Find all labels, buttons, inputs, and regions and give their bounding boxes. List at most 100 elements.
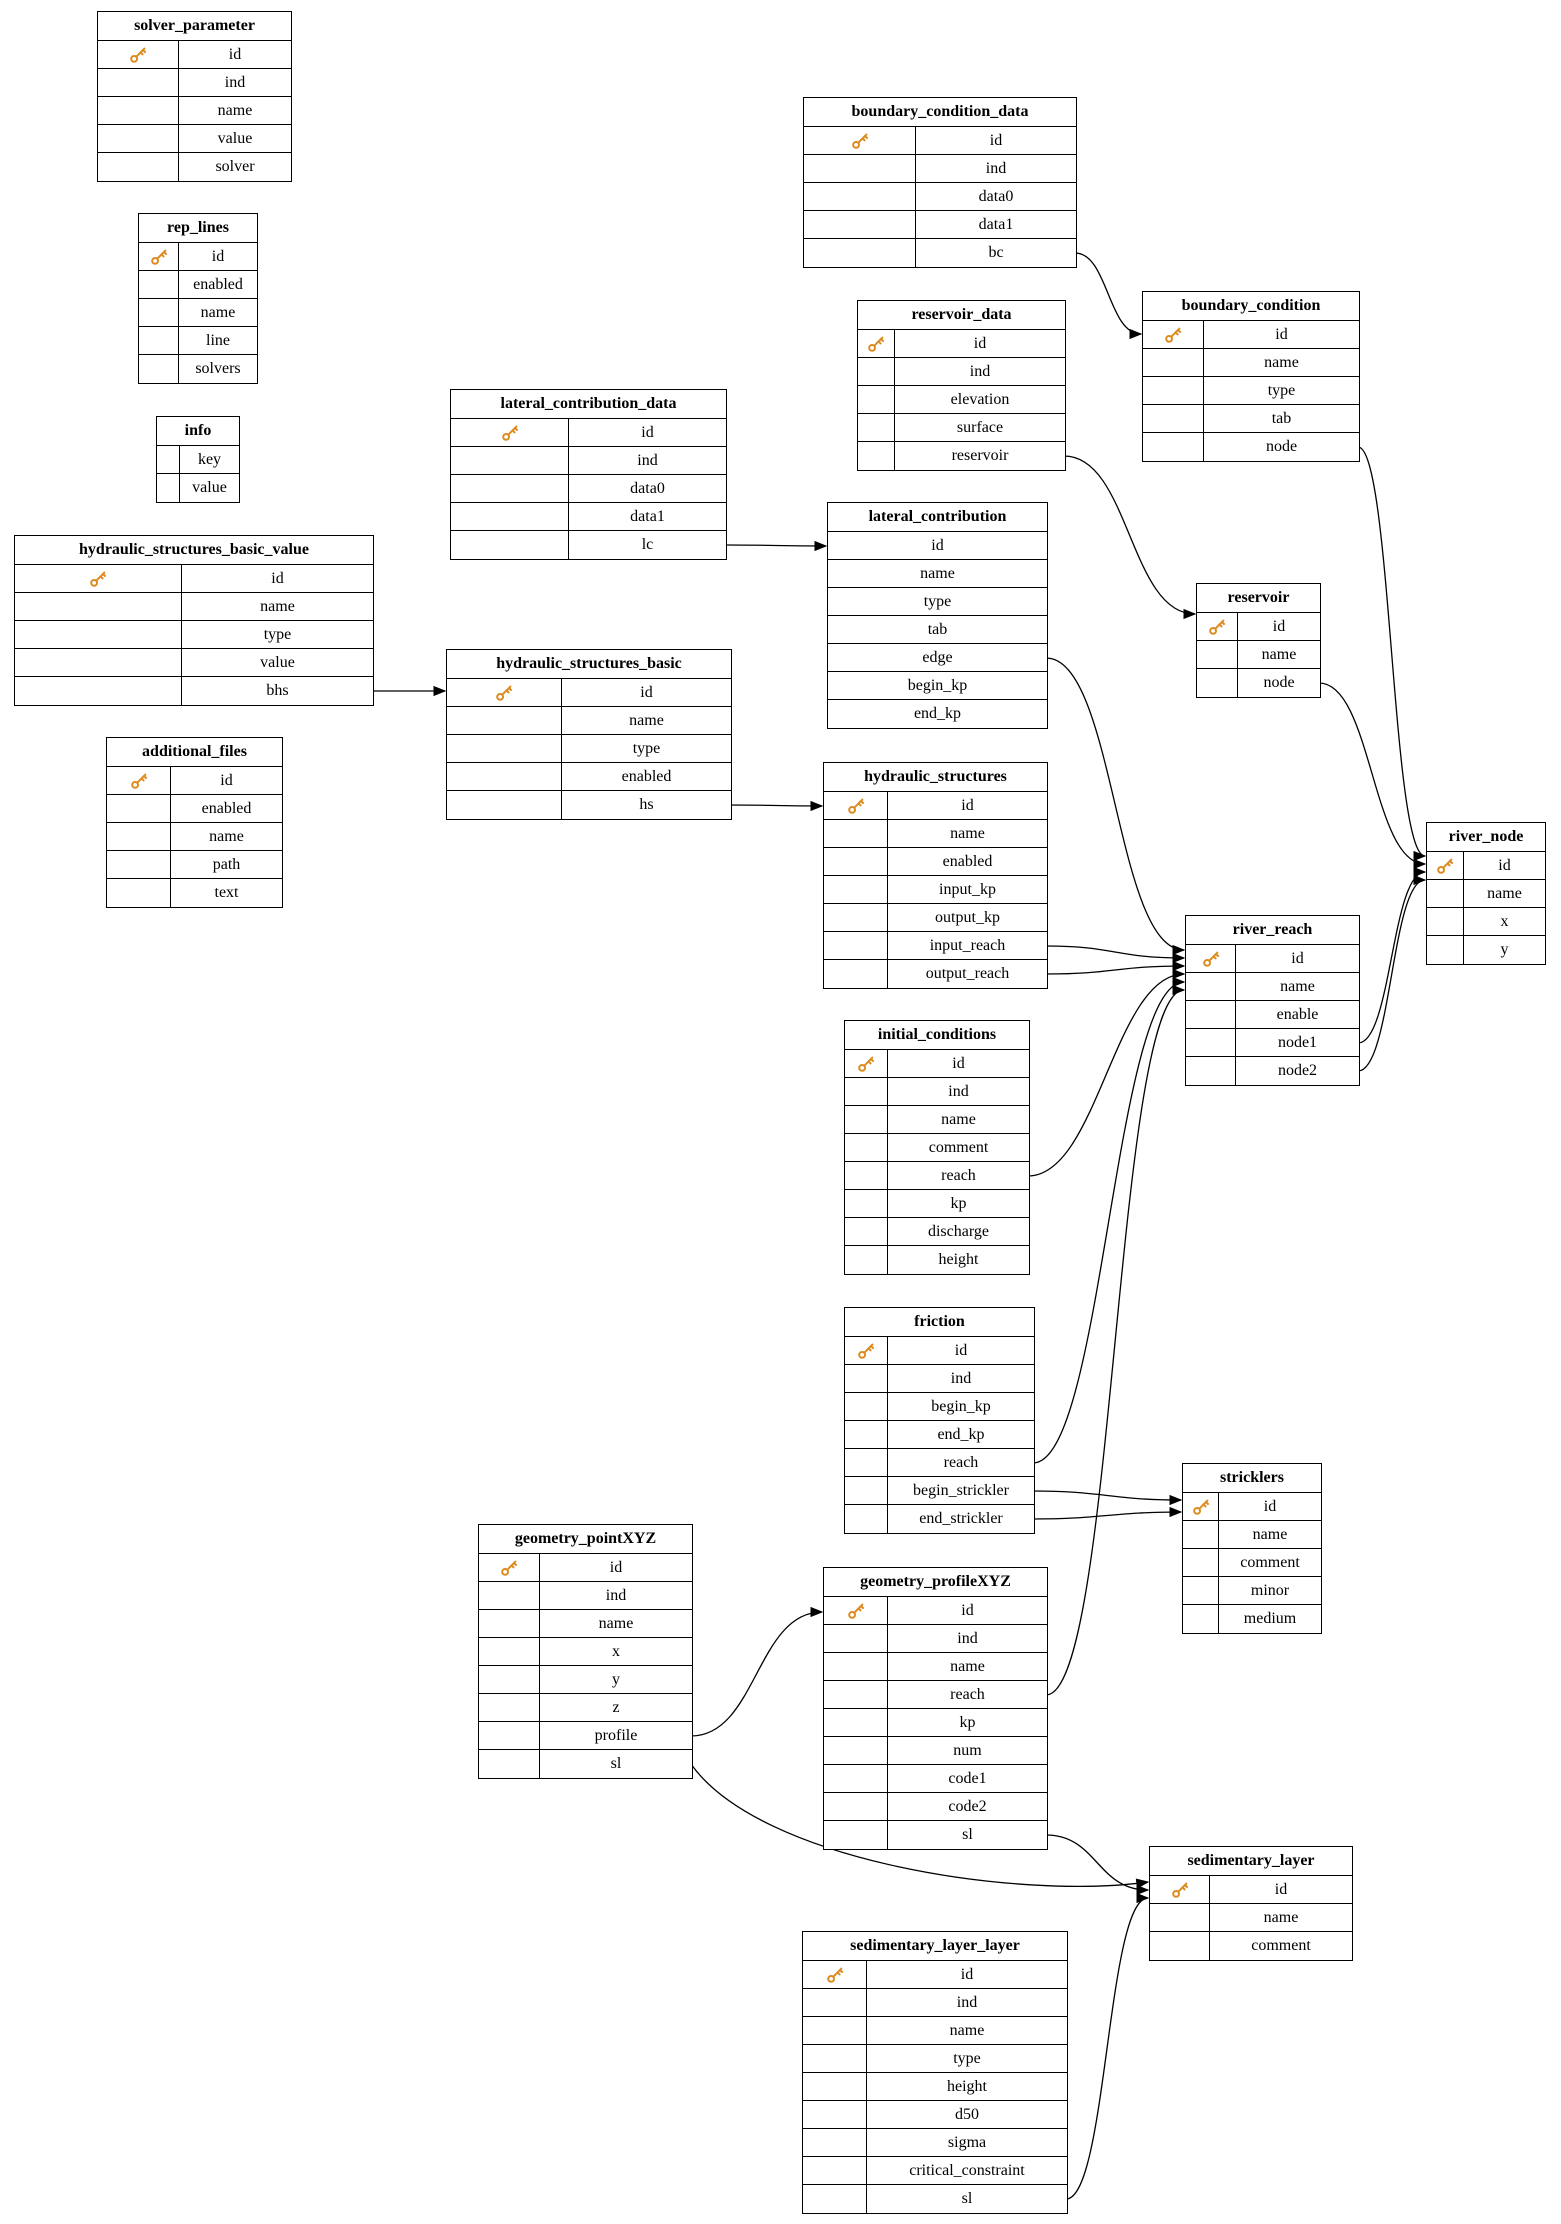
field-label: path (212, 856, 241, 873)
primary-key-icon (98, 41, 179, 68)
field-row-hydraulic_structures_basic_value-id: id (15, 565, 373, 593)
field-row-geometry_profileXYZ-id: id (824, 1597, 1047, 1625)
primary-key-icon (1183, 1493, 1219, 1520)
key-cell-empty (1183, 1521, 1219, 1548)
field-row-geometry_profileXYZ-kp: kp (824, 1709, 1047, 1737)
field-row-reservoir-id: id (1197, 613, 1320, 641)
field-row-geometry_profileXYZ-ind: ind (824, 1625, 1047, 1653)
field-row-sedimentary_layer_layer-sl: sl (803, 2185, 1067, 2213)
table-title-geometry_profileXYZ: geometry_profileXYZ (824, 1568, 1047, 1597)
field-row-lateral_contribution-id: id (828, 532, 1047, 560)
field-row-solver_parameter-value: value (98, 125, 291, 153)
field-row-hydraulic_structures-name: name (824, 820, 1047, 848)
key-cell-empty (803, 1989, 867, 2016)
key-cell-empty (824, 1765, 888, 1792)
key-cell-empty (845, 1365, 888, 1392)
key-cell-empty (824, 876, 888, 903)
field-label: z (612, 1699, 620, 1716)
field-label: id (271, 570, 284, 587)
primary-key-icon (447, 679, 562, 706)
field-label: id (961, 797, 974, 814)
field-label: sl (961, 2190, 973, 2207)
field-row-reservoir_data-elevation: elevation (858, 386, 1065, 414)
field-label: ind (957, 1630, 978, 1647)
field-label: node (1263, 674, 1295, 691)
field-row-hydraulic_structures_basic-hs: hs (447, 791, 731, 819)
field-row-river_node-name: name (1427, 880, 1545, 908)
field-row-geometry_pointXYZ-sl: sl (479, 1750, 692, 1778)
field-row-info-value: value (157, 474, 239, 502)
edge-friction-end_strickler-to-stricklers (1032, 1506, 1183, 1520)
field-row-solver_parameter-ind: ind (98, 69, 291, 97)
field-row-reservoir-name: name (1197, 641, 1320, 669)
field-label: node (1265, 438, 1298, 455)
field-row-additional_files-id: id (107, 767, 282, 795)
field-row-hydraulic_structures_basic_value-bhs: bhs (15, 677, 373, 705)
field-row-stricklers-medium: medium (1183, 1605, 1321, 1633)
key-cell-empty (803, 2017, 867, 2044)
field-label: id (1263, 1498, 1277, 1515)
edge-lateral_contribution-edge-to-river_reach (1045, 657, 1186, 956)
table-title-reservoir_data: reservoir_data (858, 301, 1065, 330)
key-cell-empty (447, 763, 562, 790)
field-label: node2 (1277, 1062, 1318, 1079)
key-cell-empty (804, 211, 916, 238)
field-row-lateral_contribution-tab: tab (828, 616, 1047, 644)
key-cell-empty (845, 1505, 888, 1533)
field-label: solver (215, 158, 255, 175)
primary-key-icon (451, 419, 569, 446)
field-label: begin_strickler (913, 1482, 1009, 1499)
field-row-rep_lines-id: id (139, 243, 257, 271)
key-cell-empty (803, 2045, 867, 2072)
field-label: data1 (630, 508, 665, 525)
table-title-reservoir: reservoir (1197, 584, 1320, 613)
field-label: id (1291, 950, 1304, 967)
key-cell-empty (824, 960, 888, 988)
key-cell-empty (1183, 1549, 1219, 1576)
key-cell-empty (845, 1421, 888, 1448)
field-label: id (1275, 326, 1288, 343)
field-row-friction-reach: reach (845, 1449, 1034, 1477)
edge-boundary_condition-node-to-river_node (1357, 446, 1427, 862)
field-row-river_node-x: x (1427, 908, 1545, 936)
field-row-sedimentary_layer_layer-id: id (803, 1961, 1067, 1989)
field-row-sedimentary_layer_layer-ind: ind (803, 1989, 1067, 2017)
field-label: comment (1240, 1554, 1300, 1571)
field-row-solver_parameter-solver: solver (98, 153, 291, 181)
primary-key-icon (479, 1554, 540, 1581)
field-row-hydraulic_structures_basic_value-type: type (15, 621, 373, 649)
field-label: name (950, 825, 985, 842)
field-label: bc (988, 244, 1004, 261)
primary-key-icon (845, 1050, 888, 1077)
key-cell-empty (447, 707, 562, 734)
key-cell-empty (845, 1078, 888, 1105)
field-label: enabled (621, 768, 672, 785)
primary-key-icon (824, 792, 888, 819)
table-title-friction: friction (845, 1308, 1034, 1337)
key-cell-empty (1197, 669, 1238, 697)
field-row-info-key: key (157, 446, 239, 474)
field-row-sedimentary_layer-id: id (1150, 1876, 1352, 1904)
field-label: reach (943, 1454, 979, 1471)
field-label: begin_kp (931, 1398, 991, 1415)
field-row-river_node-id: id (1427, 852, 1545, 880)
field-label: code1 (948, 1770, 987, 1787)
field-label: id (220, 772, 233, 789)
field-label: value (260, 654, 295, 671)
field-row-boundary_condition-type: type (1143, 377, 1359, 405)
field-label: surface (956, 419, 1004, 436)
field-label: sl (610, 1755, 622, 1772)
field-label: data1 (978, 216, 1014, 233)
field-label: line (206, 332, 230, 349)
key-cell-empty (479, 1610, 540, 1637)
key-cell-empty (107, 851, 171, 878)
key-cell-empty (1197, 641, 1238, 668)
key-cell-empty (803, 2129, 867, 2156)
